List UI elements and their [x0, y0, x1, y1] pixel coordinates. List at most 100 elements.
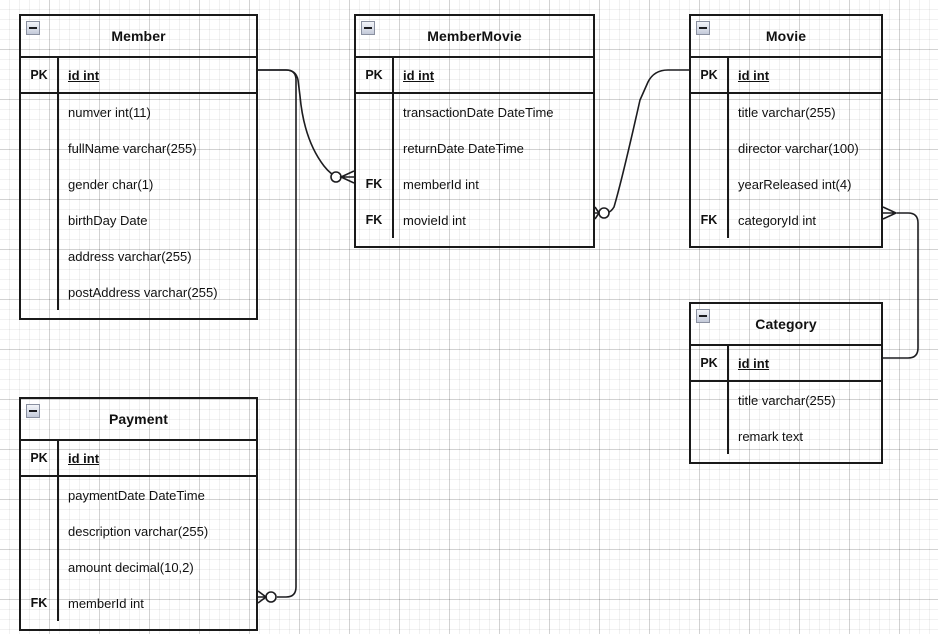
attribute-row[interactable]: FK movieId int [356, 202, 593, 238]
attribute-label: transactionDate DateTime [403, 104, 554, 120]
entity-title-bar-membermovie[interactable]: MemberMovie [356, 16, 593, 58]
attribute-row[interactable]: transactionDate DateTime [356, 94, 593, 130]
key-indicator [21, 238, 57, 274]
key-indicator: PK [700, 356, 718, 370]
attribute-name-cell: movieId int [392, 202, 593, 238]
attribute-label: memberId int [403, 176, 479, 192]
attribute-row[interactable]: numver int(11) [21, 94, 256, 130]
attribute-row-primary-key[interactable]: PK id int [356, 58, 593, 94]
attribute-row[interactable]: description varchar(255) [21, 513, 256, 549]
attribute-row-primary-key[interactable]: PK id int [21, 58, 256, 94]
key-indicator: FK [365, 177, 383, 191]
minus-glyph [29, 27, 37, 29]
key-indicator [691, 418, 727, 454]
key-indicator [21, 94, 57, 130]
attribute-row[interactable]: FK memberId int [356, 166, 593, 202]
attribute-row-primary-key[interactable]: PK id int [21, 441, 256, 477]
crowsfoot-many [257, 590, 268, 604]
entity-title-bar-movie[interactable]: Movie [691, 16, 881, 58]
key-indicator [21, 166, 57, 202]
attribute-label: id int [738, 355, 770, 371]
attribute-row[interactable]: birthDay Date [21, 202, 256, 238]
minus-box-icon[interactable] [361, 21, 375, 35]
cardinality-zero-circle [330, 171, 342, 183]
crowsfoot-many [882, 206, 898, 220]
attribute-label: returnDate DateTime [403, 140, 524, 156]
key-indicator: PK [365, 68, 383, 82]
entity-name: Member [111, 28, 166, 44]
attribute-label: title varchar(255) [738, 392, 836, 408]
crowsfoot-many [339, 170, 355, 184]
attribute-row[interactable]: fullName varchar(255) [21, 130, 256, 166]
entity-title-bar-category[interactable]: Category [691, 304, 881, 346]
attribute-name-cell: birthDay Date [57, 202, 256, 238]
attribute-label: memberId int [68, 595, 144, 611]
attribute-label: address varchar(255) [68, 248, 192, 264]
entity-title-bar-member[interactable]: Member [21, 16, 256, 58]
attribute-name-cell: id int [57, 58, 256, 92]
key-indicator [356, 94, 392, 130]
attribute-row[interactable]: postAddress varchar(255) [21, 274, 256, 310]
entity-name: Movie [765, 28, 807, 44]
attribute-label: id int [403, 67, 435, 83]
attribute-name-cell: memberId int [57, 585, 256, 621]
attribute-name-cell: remark text [727, 418, 881, 454]
attribute-name-cell: address varchar(255) [57, 238, 256, 274]
key-indicator [356, 130, 392, 166]
entity-bottom-padding [356, 238, 593, 246]
attribute-label: description varchar(255) [68, 523, 209, 539]
key-indicator: PK [30, 68, 48, 82]
key-indicator: PK [30, 451, 48, 465]
minus-box-icon[interactable] [696, 21, 710, 35]
attribute-name-cell: id int [57, 441, 256, 475]
attribute-label: id int [68, 450, 100, 466]
attribute-label: gender char(1) [68, 176, 154, 192]
relationship-movie-membermovie [594, 69, 689, 220]
attribute-row[interactable]: returnDate DateTime [356, 130, 593, 166]
attribute-row[interactable]: remark text [691, 418, 881, 454]
key-indicator [691, 166, 727, 202]
attribute-row[interactable]: paymentDate DateTime [21, 477, 256, 513]
minus-box-icon[interactable] [26, 21, 40, 35]
attribute-name-cell: gender char(1) [57, 166, 256, 202]
attribute-rows: PK id int numver int(11) fullName varchar(2… [21, 58, 256, 318]
attribute-row[interactable]: director varchar(100) [691, 130, 881, 166]
attribute-row-primary-key[interactable]: PK id int [691, 346, 881, 382]
attribute-row[interactable]: title varchar(255) [691, 382, 881, 418]
minus-box-icon[interactable] [26, 404, 40, 418]
minus-glyph [364, 27, 372, 29]
attribute-row[interactable]: yearReleased int(4) [691, 166, 881, 202]
crowsfoot-many [594, 206, 600, 220]
attribute-row[interactable]: gender char(1) [21, 166, 256, 202]
attribute-name-cell: director varchar(100) [727, 130, 881, 166]
attribute-label: numver int(11) [68, 104, 151, 120]
minus-box-icon[interactable] [696, 309, 710, 323]
key-indicator: FK [365, 213, 383, 227]
minus-glyph [29, 410, 37, 412]
attribute-name-cell: title varchar(255) [727, 382, 881, 418]
key-indicator [21, 202, 57, 238]
attribute-name-cell: amount decimal(10,2) [57, 549, 256, 585]
relationship-member-membermovie [258, 69, 355, 184]
cardinality-zero-circle [598, 207, 610, 219]
attribute-rows: PK id int transactionDate DateTime returnDa… [356, 58, 593, 246]
attribute-row[interactable]: title varchar(255) [691, 94, 881, 130]
key-indicator [21, 549, 57, 585]
attribute-label: movieId int [403, 212, 466, 228]
entity-bottom-padding [21, 621, 256, 629]
attribute-label: director varchar(100) [738, 140, 859, 156]
attribute-row[interactable]: amount decimal(10,2) [21, 549, 256, 585]
attribute-row[interactable]: address varchar(255) [21, 238, 256, 274]
entity-name: Payment [108, 411, 169, 427]
entity-name: MemberMovie [427, 28, 522, 44]
entity-title-bar-payment[interactable]: Payment [21, 399, 256, 441]
